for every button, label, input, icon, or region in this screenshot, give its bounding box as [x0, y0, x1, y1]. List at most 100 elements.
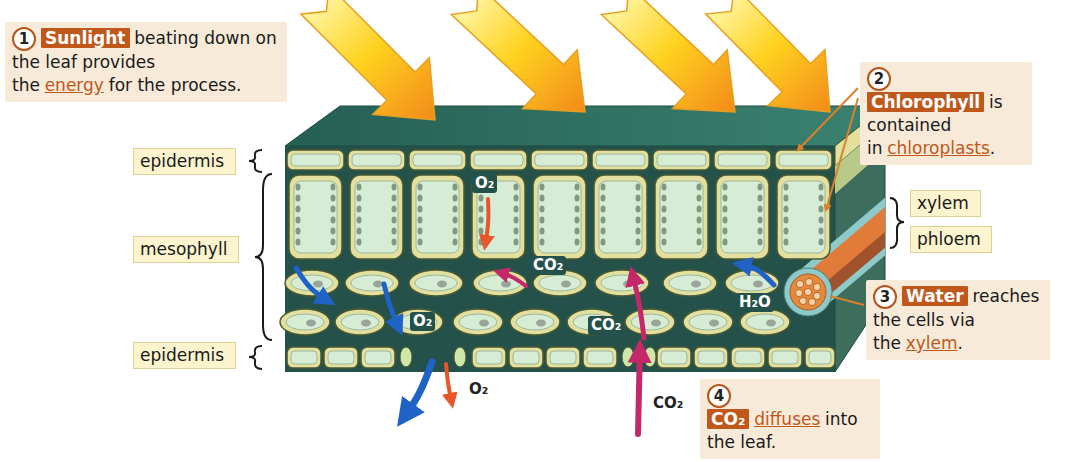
chloroplast	[758, 195, 763, 202]
chloroplast	[697, 228, 702, 235]
cell-interior	[539, 275, 581, 291]
spongy-cell	[453, 309, 503, 335]
palisade-cell	[472, 175, 525, 259]
callout-number-text: 2	[874, 70, 884, 88]
chloroplast	[418, 217, 423, 224]
chloroplast	[514, 217, 519, 224]
chloroplast	[331, 184, 336, 191]
cell-interior	[538, 181, 581, 253]
chloroplast	[357, 217, 362, 224]
chloroplast	[361, 320, 371, 327]
chloroplast	[575, 228, 580, 235]
chloroplast	[723, 195, 728, 202]
callout-number: 4	[707, 384, 731, 408]
vein-bundle	[784, 268, 832, 316]
sunlight-arrow	[287, 0, 464, 148]
epidermis-cell	[531, 150, 588, 170]
chloroplast	[758, 217, 763, 224]
chloroplast	[306, 320, 316, 327]
brace	[255, 174, 272, 340]
palisade-cell	[411, 175, 464, 259]
chloroplast	[723, 228, 728, 235]
cell-interior	[599, 181, 642, 253]
xylem-cell	[813, 283, 820, 290]
palisade-cell	[350, 175, 403, 259]
callout-number: 3	[873, 285, 897, 309]
epidermis-cell	[470, 150, 527, 170]
spongy-cell	[595, 270, 649, 296]
cell-interior	[660, 181, 703, 253]
chloroplast	[540, 206, 545, 213]
chloroplast	[296, 217, 301, 224]
palisade-cell	[655, 175, 708, 259]
chloroplast	[418, 206, 423, 213]
chloroplast	[575, 184, 580, 191]
brace	[249, 346, 262, 369]
epidermis-cell	[546, 347, 580, 368]
chloroplast	[453, 206, 458, 213]
chloroplast	[418, 184, 423, 191]
chloroplast	[392, 217, 397, 224]
chloroplast	[709, 320, 719, 327]
chloroplast	[723, 217, 728, 224]
callout-text: xylem	[906, 333, 958, 353]
epidermis-cell	[592, 150, 649, 170]
chloroplast	[296, 195, 301, 202]
cell-interior	[416, 181, 459, 253]
guard-cell	[622, 347, 634, 367]
chloroplast	[575, 206, 580, 213]
cell-interior	[657, 154, 706, 166]
gas-arrow	[638, 346, 640, 434]
palisade-cell	[777, 175, 830, 259]
chloroplast	[331, 195, 336, 202]
gas-label: O₂	[410, 312, 435, 331]
spongy-cell	[473, 270, 527, 296]
callout-box: 2Chlorophyllis contained inchloroplasts.	[860, 62, 1032, 165]
gas-arrow	[384, 284, 400, 330]
callout-text: energy	[45, 75, 104, 95]
cell-interior	[631, 314, 669, 330]
chloroplast	[758, 228, 763, 235]
chloroplast	[540, 195, 545, 202]
cell-interior	[476, 351, 502, 364]
chloroplast	[758, 239, 763, 246]
epidermis-cell	[775, 150, 832, 170]
cell-interior	[291, 351, 317, 364]
callout-number-text: 3	[880, 288, 890, 306]
palisade-cell	[716, 175, 769, 259]
cell-interior	[516, 314, 554, 330]
chloroplast	[758, 206, 763, 213]
part-label: mesophyll	[133, 236, 239, 263]
cell-interior	[291, 154, 340, 166]
epidermis-cell	[287, 347, 321, 368]
spongy-cell	[510, 309, 560, 335]
chloroplast	[784, 184, 789, 191]
chloroplast	[697, 217, 702, 224]
spongy-cell	[335, 309, 385, 335]
chloroplast	[753, 281, 763, 288]
xylem-cell	[808, 298, 815, 305]
chloroplast	[331, 239, 336, 246]
chloroplast	[437, 281, 447, 288]
epidermis-cell	[348, 150, 405, 170]
chloroplast	[636, 217, 641, 224]
gas-arrow	[738, 264, 774, 285]
chloroplast	[357, 239, 362, 246]
callout-text: .	[958, 333, 963, 353]
chloroplast	[662, 206, 667, 213]
part-name: epidermis	[140, 151, 224, 171]
part-name: mesophyll	[140, 239, 227, 259]
chloroplast	[514, 239, 519, 246]
cell-interior	[721, 181, 764, 253]
guard-cell	[400, 347, 412, 367]
epidermis-cell	[731, 347, 765, 368]
callout-number-text: 1	[19, 30, 29, 48]
gas-label: H₂O	[736, 293, 774, 312]
cell-interior	[782, 181, 825, 253]
vein-core	[790, 274, 826, 310]
part-name: phloem	[917, 229, 981, 249]
palisade-cell	[289, 175, 342, 259]
chloroplast	[819, 239, 824, 246]
chloroplast	[636, 195, 641, 202]
chloroplast	[784, 228, 789, 235]
